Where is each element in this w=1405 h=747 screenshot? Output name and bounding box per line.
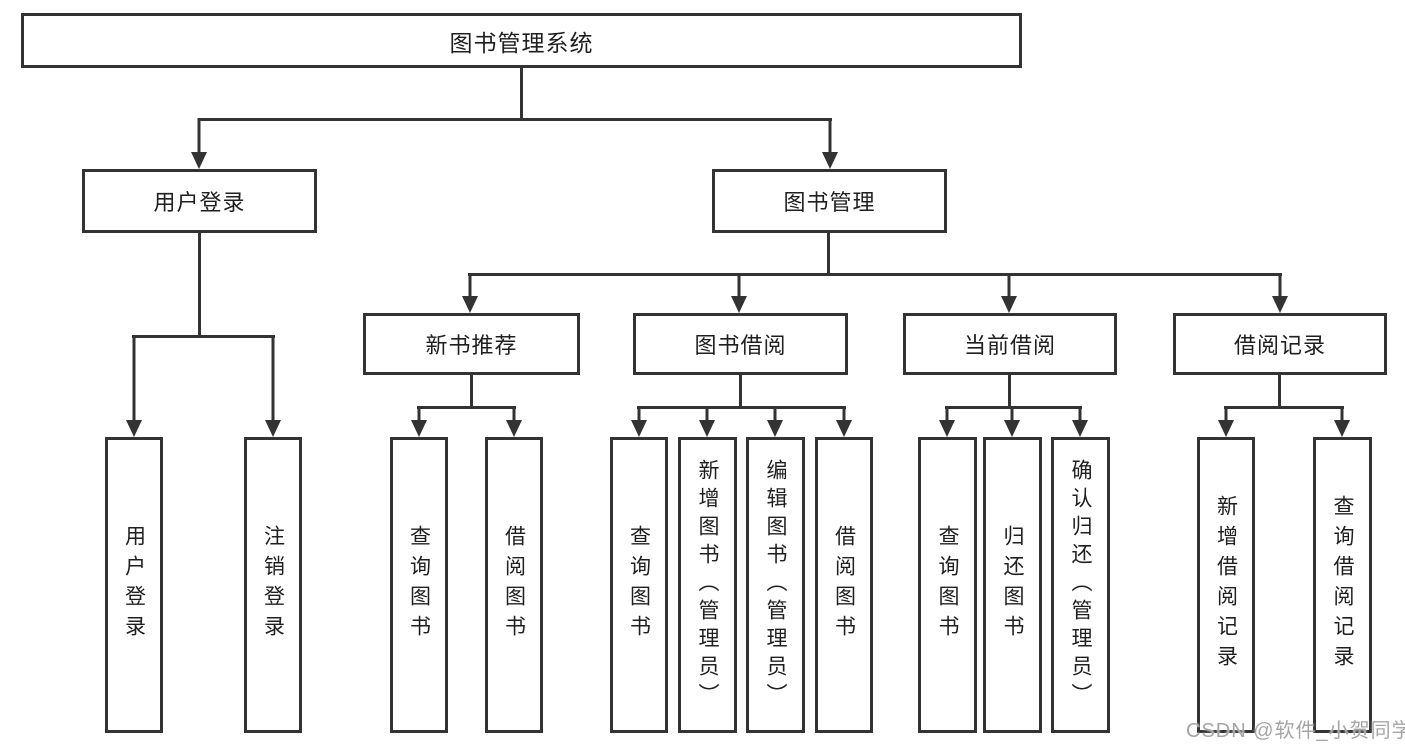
- connector-line: [827, 233, 830, 273]
- connector-arrow-down-icon: [631, 406, 647, 437]
- leaf-user-login: 用户登录: [105, 437, 163, 733]
- leaf-recommend-borrow-books: 借阅图书: [485, 437, 543, 733]
- connector-arrow-down-icon: [1004, 406, 1020, 437]
- connector-line: [637, 406, 846, 409]
- connector-line: [1224, 406, 1344, 409]
- connector-arrow-down-icon: [1218, 406, 1234, 437]
- leaf-records-add-record: 新增借阅记录: [1197, 437, 1255, 733]
- connector-line: [1008, 375, 1011, 406]
- connector-arrow-down-icon: [822, 118, 838, 169]
- connector-line: [198, 233, 201, 335]
- connector-arrow-down-icon: [191, 118, 207, 169]
- connector-arrow-down-icon: [1001, 273, 1017, 313]
- connector-line: [739, 375, 742, 406]
- connector-arrow-down-icon: [836, 406, 852, 437]
- connector-line: [132, 335, 275, 338]
- connector-line: [520, 68, 523, 118]
- connector-arrow-down-icon: [1072, 406, 1088, 437]
- connector-arrow-down-icon: [1272, 273, 1288, 313]
- leaf-borrowing-query-books: 查询图书: [610, 437, 668, 733]
- connector-line: [198, 118, 832, 121]
- leaf-logout: 注销登录: [244, 437, 302, 733]
- leaf-recommend-query-books: 查询图书: [390, 437, 448, 733]
- watermark: CSDN @软件_小贺同学: [1186, 720, 1405, 742]
- connector-arrow-down-icon: [699, 406, 715, 437]
- connector-arrow-down-icon: [265, 335, 281, 437]
- connector-arrow-down-icon: [731, 273, 747, 313]
- leaf-current-query-books: 查询图书: [918, 437, 977, 733]
- leaf-current-return-books: 归还图书: [983, 437, 1042, 733]
- node-book-borrowing: 图书借阅: [633, 313, 848, 375]
- node-root-system: 图书管理系统: [21, 13, 1022, 68]
- node-new-book-recommend: 新书推荐: [363, 313, 580, 375]
- leaf-borrowing-add-book-admin: 新增图书（管理员）: [678, 437, 737, 733]
- leaf-borrowing-edit-book-admin: 编辑图书（管理员）: [746, 437, 805, 733]
- node-current-borrowing: 当前借阅: [903, 313, 1117, 375]
- connector-line: [1278, 375, 1281, 406]
- node-user-login: 用户登录: [82, 169, 317, 233]
- connector-arrow-down-icon: [126, 335, 142, 437]
- leaf-borrowing-borrow-books: 借阅图书: [815, 437, 873, 733]
- connector-line: [470, 375, 473, 406]
- leaf-records-query-record: 查询借阅记录: [1313, 437, 1372, 733]
- connector-arrow-down-icon: [1334, 406, 1350, 437]
- connector-line: [417, 406, 516, 409]
- node-book-management: 图书管理: [712, 169, 947, 233]
- connector-arrow-down-icon: [767, 406, 783, 437]
- node-borrowing-records: 借阅记录: [1173, 313, 1387, 375]
- leaf-current-confirm-return-admin: 确认归还（管理员）: [1051, 437, 1110, 733]
- connector-arrow-down-icon: [462, 273, 478, 313]
- connector-line: [468, 273, 1282, 276]
- connector-arrow-down-icon: [411, 406, 427, 437]
- connector-arrow-down-icon: [939, 406, 955, 437]
- connector-arrow-down-icon: [506, 406, 522, 437]
